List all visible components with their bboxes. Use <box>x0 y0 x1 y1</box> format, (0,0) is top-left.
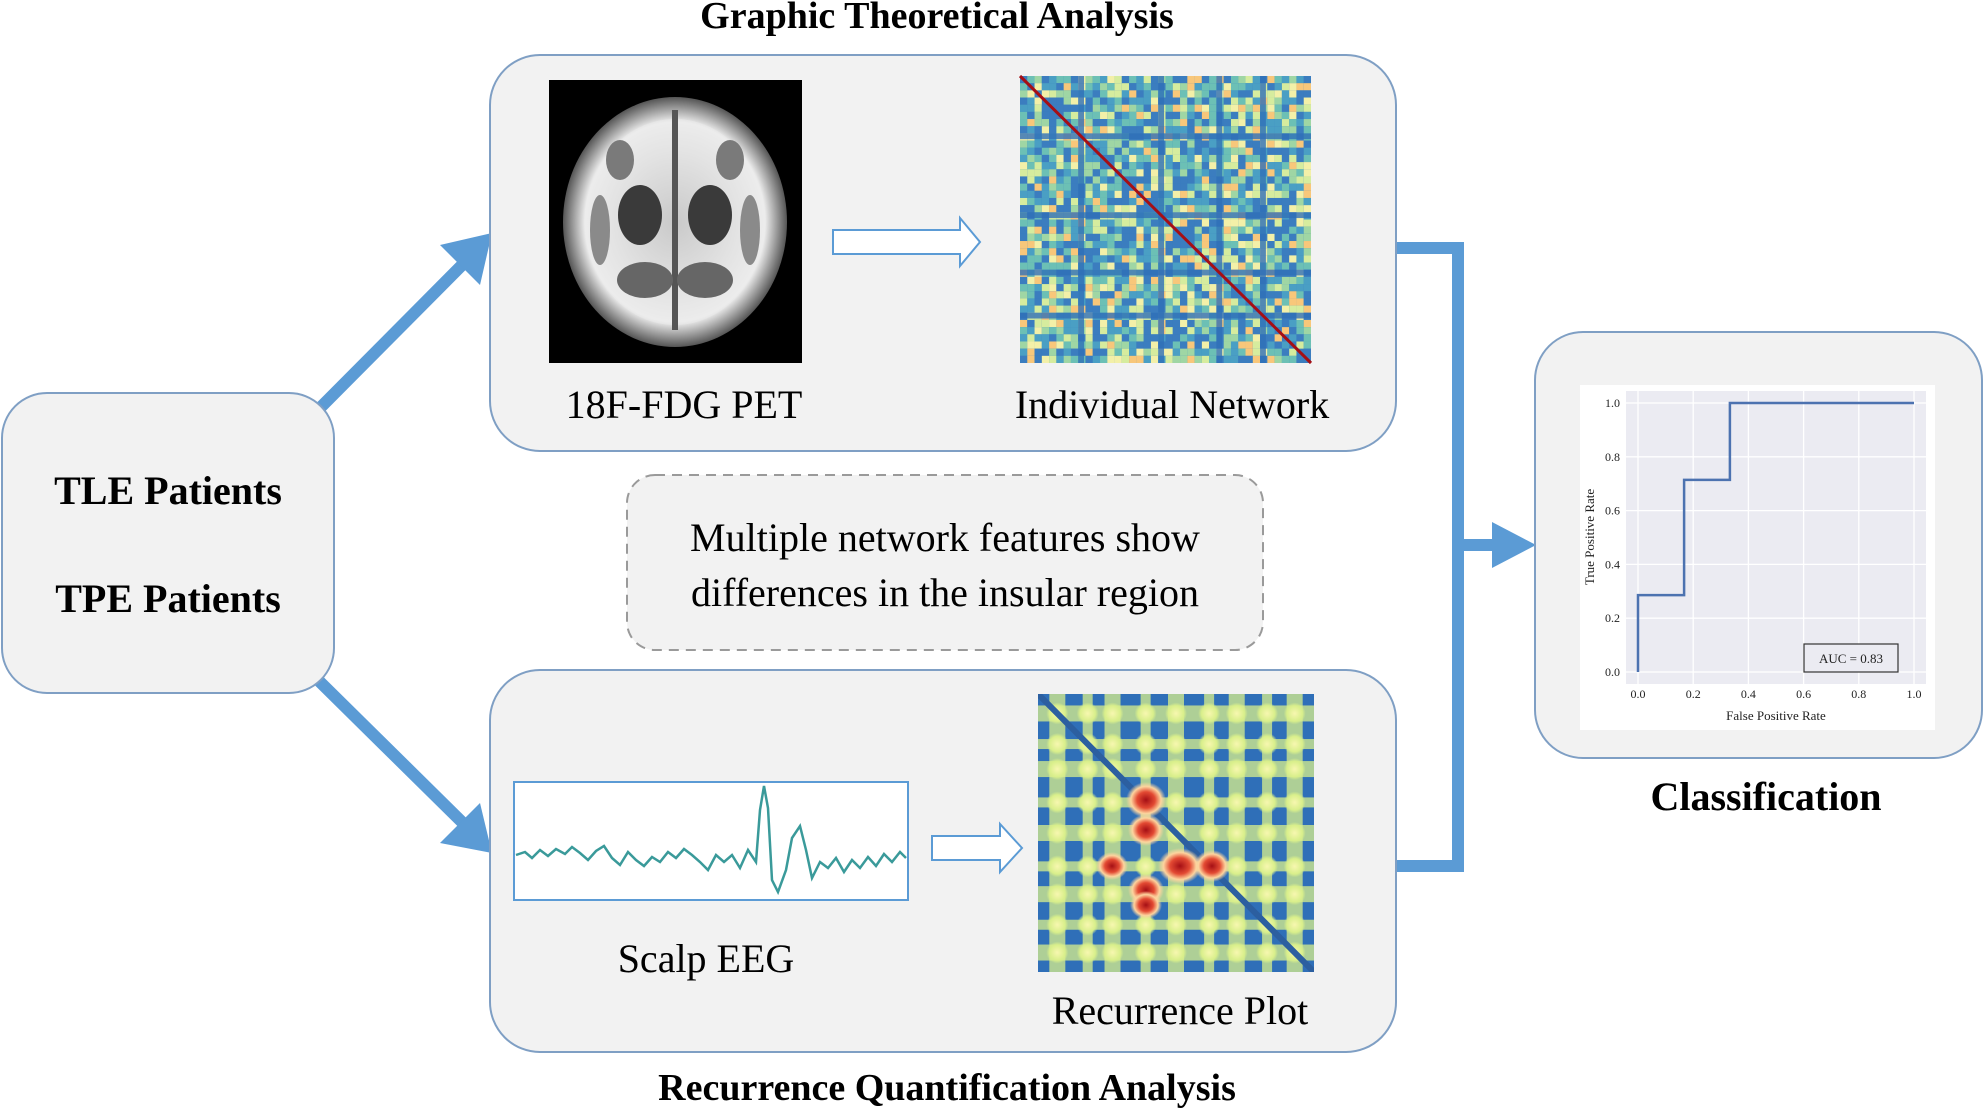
roc-x-tick-label: 0.6 <box>1796 687 1811 701</box>
arrow-head-classification <box>1492 522 1536 568</box>
roc-x-tick-label: 1.0 <box>1907 687 1922 701</box>
auc-annotation: AUC = 0.83 <box>1803 643 1899 673</box>
roc-chart: 0.0 0.2 0.4 0.6 0.8 1.0 0.0 0.2 0.4 0.6 0.8 1.0 AUC… <box>1580 385 1935 730</box>
roc-y-axis-label: True Positive Rate <box>1582 489 1597 586</box>
pet-caption: 18F-FDG PET <box>566 382 803 427</box>
roc-y-tick-label: 0.4 <box>1605 557 1620 571</box>
arrow-head-bottom <box>440 803 492 853</box>
classification-title: Classification <box>1650 774 1881 819</box>
eeg-trace-image <box>513 781 909 901</box>
roc-x-tick-label: 0.8 <box>1851 687 1866 701</box>
roc-y-tick-label: 1.0 <box>1605 396 1620 410</box>
roc-y-tick-label: 0.6 <box>1605 504 1620 518</box>
patients-tle-label: TLE Patients <box>54 468 282 513</box>
insular-note-line1: Multiple network features show <box>690 515 1200 560</box>
recurrence-plot-image <box>1038 694 1314 972</box>
arrow-head-top <box>440 233 492 285</box>
roc-curve <box>1636 401 1914 672</box>
roc-y-tick-label: 0.2 <box>1605 611 1620 625</box>
patients-tpe-label: TPE Patients <box>55 576 281 621</box>
bottom-section-title: Recurrence Quantification Analysis <box>658 1067 1236 1109</box>
recurrence-plot-caption: Recurrence Plot <box>1052 988 1309 1033</box>
roc-x-tick-label: 0.2 <box>1686 687 1701 701</box>
pet-brain-image <box>549 80 802 363</box>
insular-note-box <box>626 474 1264 651</box>
roc-y-tick-label: 0.0 <box>1605 665 1620 679</box>
merge-connector <box>1395 242 1536 872</box>
roc-plot-area <box>1626 391 1926 684</box>
network-matrix <box>1018 74 1313 365</box>
top-section-title: Graphic Theoretical Analysis <box>700 0 1174 37</box>
roc-x-tick-label: 0.0 <box>1631 687 1646 701</box>
auc-label: AUC = 0.83 <box>1819 651 1883 666</box>
hollow-arrow-bottom <box>931 821 1024 875</box>
roc-x-axis-label: False Positive Rate <box>1726 708 1826 723</box>
patients-box <box>1 392 335 694</box>
insular-note-line2: differences in the insular region <box>691 570 1199 615</box>
hollow-arrow-top <box>832 215 982 269</box>
network-caption: Individual Network <box>1015 382 1329 427</box>
roc-x-tick-label: 0.4 <box>1741 687 1756 701</box>
branch-arrows <box>313 233 492 853</box>
eeg-caption: Scalp EEG <box>618 936 795 981</box>
roc-y-tick-label: 0.8 <box>1605 450 1620 464</box>
